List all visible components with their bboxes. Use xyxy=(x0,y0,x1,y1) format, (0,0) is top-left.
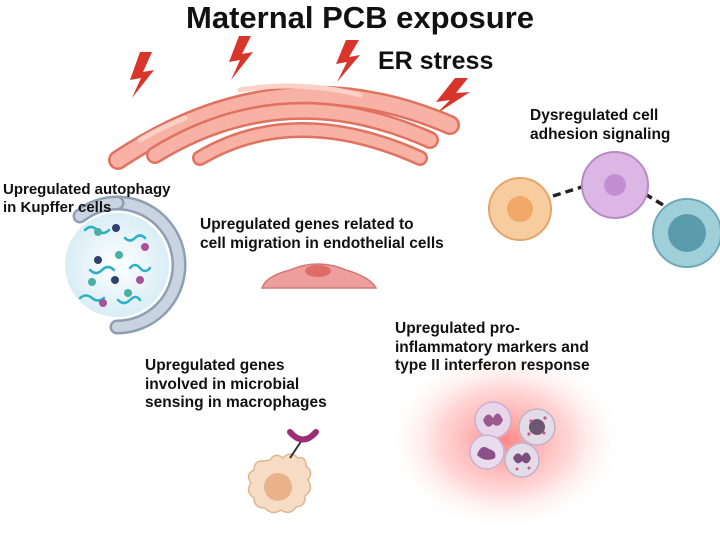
adhesion-cell-icon xyxy=(488,177,552,241)
inflammatory-label-line: Upregulated pro- xyxy=(395,320,520,337)
endothelial-label-line: cell migration in endothelial cells xyxy=(200,234,444,252)
lightning-bolt-icon xyxy=(130,52,154,98)
macrophage-label: Upregulated genes involved in microbial … xyxy=(145,357,327,413)
endothelial-label: Upregulated genes related to cell migrat… xyxy=(200,216,444,253)
autophagy-label-line: in Kupffer cells xyxy=(3,199,112,216)
diagram-title: Maternal PCB exposure xyxy=(186,0,534,35)
lightning-bolt-icon xyxy=(336,40,360,82)
macrophage-label-line: Upregulated genes xyxy=(145,357,285,374)
autophagy-label: Upregulated autophagy in Kupffer cells xyxy=(3,181,171,217)
neutrophil-icon xyxy=(504,442,540,478)
adhesion-cell-icon xyxy=(652,198,720,268)
endothelial-label-line: Upregulated genes related to xyxy=(200,216,414,233)
macrophage-icon xyxy=(247,429,319,514)
inflammatory-label-line: type II interferon response xyxy=(395,357,590,375)
inflammation-region xyxy=(385,348,625,532)
neutrophil-icon xyxy=(474,401,512,439)
neutrophil-icon xyxy=(469,434,505,470)
inflammatory-label-line: inflammatory markers and xyxy=(395,338,589,356)
adhesion-link xyxy=(552,184,586,198)
macrophage-label-line: sensing in macrophages xyxy=(145,394,327,412)
receptor-icon xyxy=(287,429,319,443)
neutrophil-icon xyxy=(518,408,556,446)
adhesion-link xyxy=(644,192,669,210)
er-organelle-icon xyxy=(108,83,460,170)
adhesion-cells xyxy=(488,151,720,268)
lightning-bolts xyxy=(130,36,470,114)
adhesion-cell-icon xyxy=(581,151,649,219)
endothelial-cell-icon xyxy=(260,263,378,289)
macrophage-label-line: involved in microbial xyxy=(145,375,300,393)
inflammatory-label: Upregulated pro- inflammatory markers an… xyxy=(395,320,590,376)
lightning-bolt-icon xyxy=(436,78,470,114)
lightning-bolt-icon xyxy=(229,36,253,80)
adhesion-label-line: adhesion signaling xyxy=(530,125,671,143)
adhesion-label-line: Dysregulated cell xyxy=(530,107,659,124)
autophagosome-icon xyxy=(65,195,187,335)
autophagy-label-line: Upregulated autophagy xyxy=(3,181,171,198)
receptor-stalk xyxy=(289,439,303,459)
adhesion-label: Dysregulated cell adhesion signaling xyxy=(530,107,670,144)
er-stress-label: ER stress xyxy=(378,47,494,75)
